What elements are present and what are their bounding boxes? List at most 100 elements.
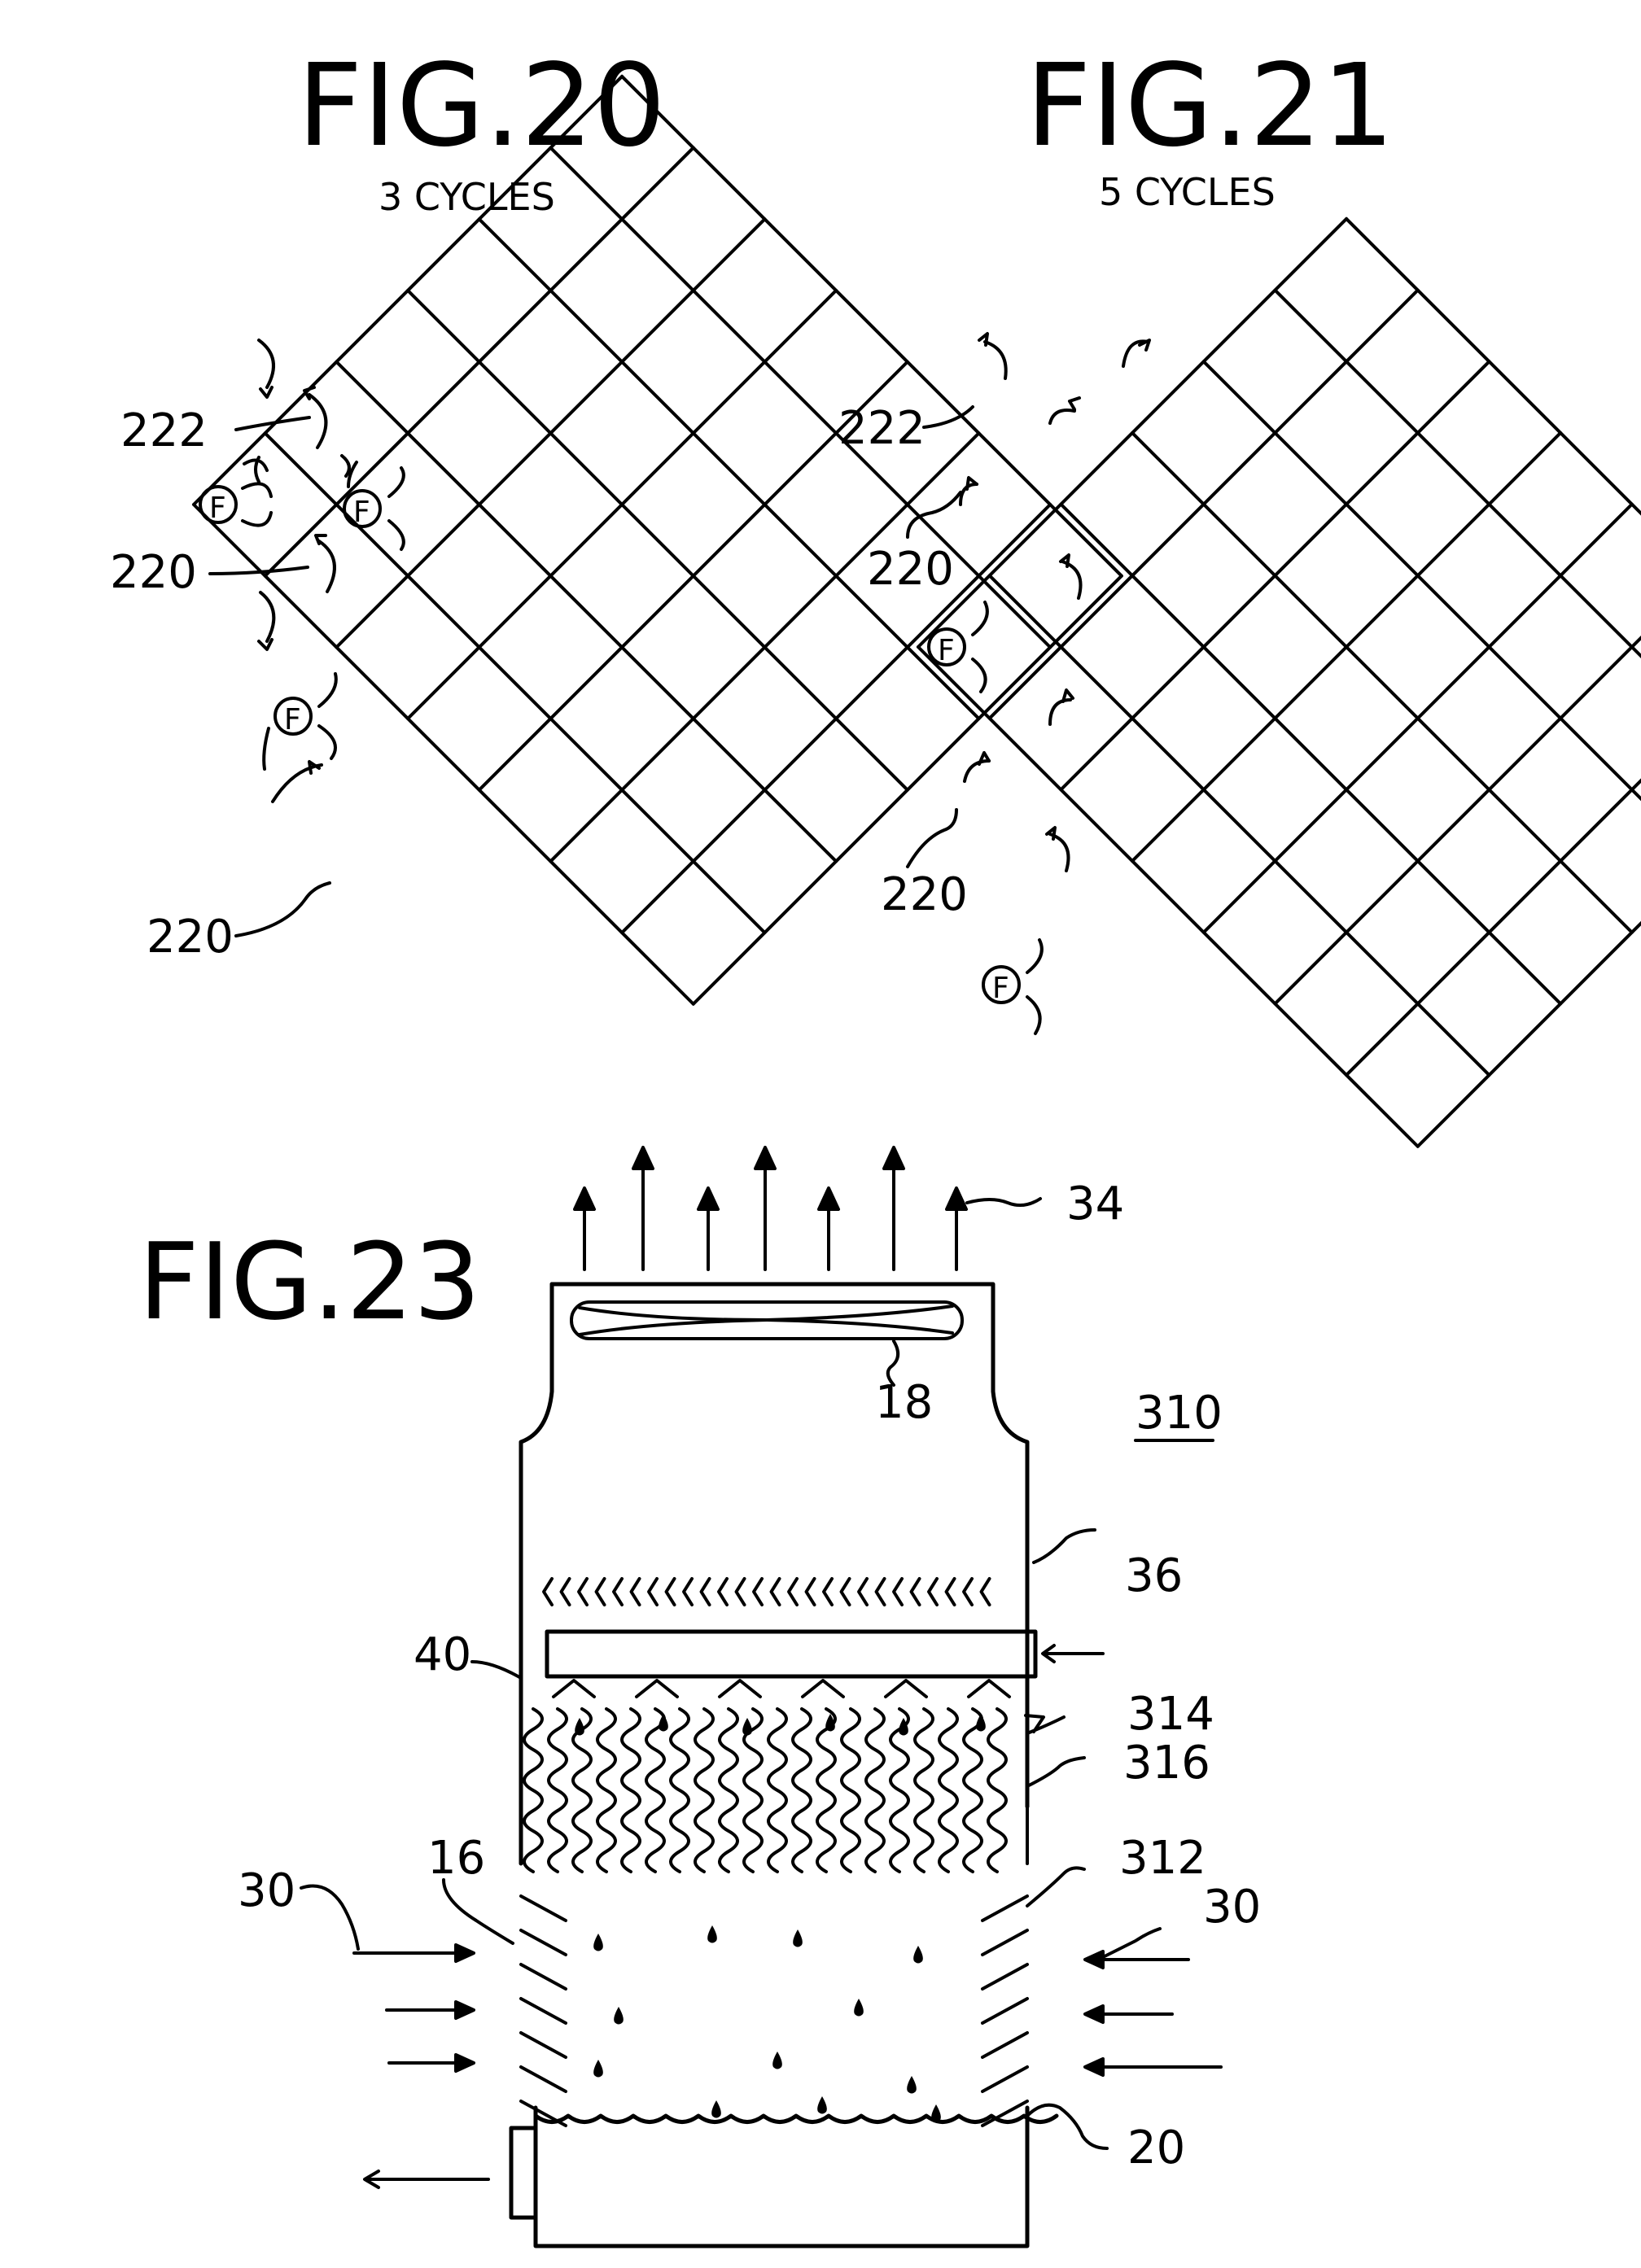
chevron: [982, 1579, 990, 1605]
chevron: [842, 1579, 850, 1605]
fig20-fan-marker-1: F: [200, 483, 271, 525]
chevron: [859, 1579, 867, 1605]
label-312: 312: [1119, 1832, 1206, 1885]
fill-wave: [549, 1709, 567, 1872]
fig23-group: FIG.23: [138, 1147, 1261, 2246]
label-30-right: 30: [1203, 1881, 1261, 1934]
chevron: [737, 1579, 745, 1605]
chevron: [544, 1579, 552, 1605]
fig20-grid-line-a: [408, 291, 908, 790]
fig21-grid-line-a: [990, 575, 1490, 1075]
fig21-fan-marker-2: F: [983, 940, 1042, 1033]
spray-nozzles: [554, 1680, 1009, 1697]
fig21-flow-arrows: [961, 334, 1149, 871]
fig20-grid-line-a: [265, 433, 765, 933]
fig20-grid-line-a: [336, 362, 836, 862]
water-inlet-arrow: [1043, 1645, 1103, 1662]
fig21-grid-line-a: [1061, 505, 1560, 1004]
label-314: 314: [1127, 1688, 1214, 1741]
water-drop: [593, 1934, 603, 1951]
distribution-header: [547, 1632, 1035, 1676]
drift-eliminator-chevrons: [544, 1579, 990, 1605]
fill-media: [521, 1709, 1027, 1872]
chevron: [877, 1579, 885, 1605]
fig21-grid-line-b: [1275, 575, 1641, 1003]
fig21-grid-line-a: [1132, 433, 1632, 933]
louver-left: [521, 1930, 566, 1955]
label-20: 20: [1127, 2122, 1185, 2174]
louver-left: [521, 2067, 566, 2091]
discharge-arrow-head: [698, 1188, 718, 1209]
label-18: 18: [875, 1376, 933, 1429]
water-drop: [742, 1718, 752, 1736]
spray-nozzle: [803, 1680, 843, 1697]
discharge-arrow-head: [884, 1147, 904, 1169]
air-inlet-arrows: [354, 1945, 1221, 2075]
water-drop: [913, 1946, 923, 1964]
fill-wave: [768, 1709, 786, 1872]
fill-wave: [671, 1709, 689, 1872]
fig20-fan-letter-1: F: [209, 492, 226, 525]
label-40: 40: [414, 1628, 471, 1681]
label-316: 316: [1123, 1737, 1210, 1789]
label-34: 34: [1066, 1178, 1124, 1230]
spray-nozzle: [720, 1680, 760, 1697]
chevron: [614, 1579, 622, 1605]
fig20-fan-letter-3: F: [284, 703, 301, 736]
louver-right: [982, 1930, 1027, 1955]
water-drop: [593, 2060, 603, 2078]
fill-wave: [720, 1709, 737, 1872]
water-drop: [976, 1714, 986, 1732]
louver-right: [982, 1896, 1027, 1921]
discharge-arrow-head: [947, 1188, 966, 1209]
fig20-title: FIG.20: [297, 40, 666, 173]
water-drop: [707, 1925, 717, 1943]
chevron: [579, 1579, 587, 1605]
chevron: [667, 1579, 675, 1605]
fig20-subtitle: 3 CYCLES: [379, 175, 555, 219]
chevron: [929, 1579, 937, 1605]
fill-wave: [622, 1709, 640, 1872]
air-inlet-louvers: [521, 1896, 1027, 2126]
water-drop: [614, 2007, 624, 2025]
discharge-arrow-head: [755, 1147, 775, 1169]
air-arrow-left-head: [456, 2002, 474, 2018]
fig20-grid-line-a: [479, 219, 979, 719]
air-arrow-right-head: [1085, 2059, 1103, 2075]
air-arrow-right-head: [1085, 2006, 1103, 2022]
chevron: [597, 1579, 605, 1605]
water-drop: [575, 1718, 584, 1736]
fig20-fan-letter-2: F: [353, 496, 370, 529]
label-30-left: 30: [238, 1864, 295, 1917]
chevron: [702, 1579, 710, 1605]
chevron: [824, 1579, 832, 1605]
fig21-cell-grid: [918, 219, 1641, 1147]
air-arrow-left-head: [456, 2055, 474, 2071]
water-drop: [854, 1999, 864, 2017]
fig21-grid-line-b: [1418, 719, 1641, 1147]
chevron: [789, 1579, 797, 1605]
fig20-label-222: 222: [120, 404, 208, 457]
water-drop: [659, 1714, 668, 1732]
fill-wave: [915, 1709, 933, 1872]
fill-wave: [842, 1709, 860, 1872]
chevron: [632, 1579, 640, 1605]
fill-wave: [964, 1709, 982, 1872]
fig21-grid-line-b: [1346, 647, 1641, 1075]
fig21-fan-letter-1: F: [938, 634, 955, 667]
louver-left: [521, 1964, 566, 1989]
fill-wave: [939, 1709, 957, 1872]
fill-wave: [817, 1709, 835, 1872]
louver-right: [982, 1999, 1027, 2023]
fig21-fan-letter-2: F: [992, 972, 1009, 1005]
louver-left: [521, 2033, 566, 2057]
chevron: [562, 1579, 570, 1605]
label-310: 310: [1136, 1387, 1223, 1440]
fill-wave: [597, 1709, 615, 1872]
discharge-arrow-head: [819, 1188, 838, 1209]
fig20-grid-line-a: [194, 505, 694, 1004]
label-36: 36: [1125, 1549, 1183, 1602]
chevron: [964, 1579, 972, 1605]
